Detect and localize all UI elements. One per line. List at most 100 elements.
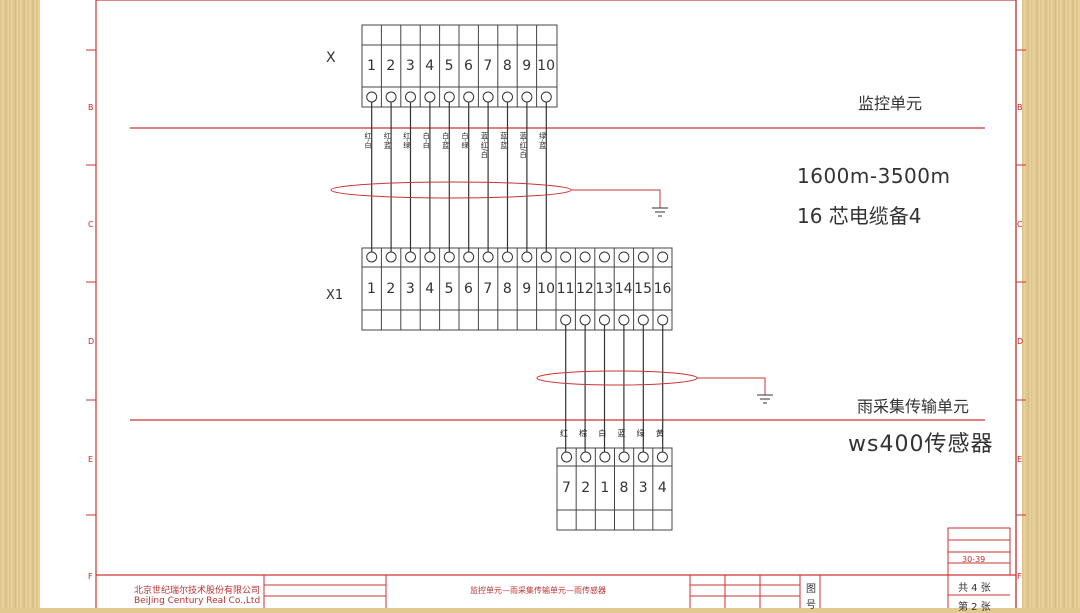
wire-label: 白-蓝 [441,132,450,149]
wire-color-label: 白 [598,429,607,438]
total-sheets: 共 4 张 [958,583,991,594]
terminal-screw [521,251,533,263]
terminal-screw [599,451,611,463]
zone-letter-left: E [88,455,94,464]
zone-letter-left: C [88,220,94,229]
terminal-screw [443,251,455,263]
terminal-screw [424,251,436,263]
wire-color-label: 红 [560,429,568,438]
terminal-screw [521,91,533,103]
wire-color-label: 绿 [636,429,645,438]
zone-letter-right: D [1017,337,1024,346]
zone-letter-left: F [88,572,93,581]
terminal-screw [637,314,649,326]
terminal-x-number: 7 [483,58,493,74]
terminal-x1-number: 3 [405,281,415,297]
terminal-x1-number: 12 [575,281,594,297]
wire-label: 蓝-红/白 [480,132,489,158]
terminal-x-number: 5 [444,58,454,74]
terminal-screw [385,91,397,103]
zone-letter-right: B [1017,103,1023,112]
num-label: 号 [806,600,816,611]
wire-color-label: 棕 [579,429,588,438]
terminal-x1-number: 16 [653,281,672,297]
terminal-x1-number: 14 [614,281,633,297]
zone-letter-right: E [1017,455,1023,464]
terminal-x1-number: 9 [522,281,532,297]
terminal-x1-number: 10 [537,281,555,297]
sensor-terminal-number: 1 [600,480,610,496]
wire-label: 蓝-红/白 [519,132,528,158]
sensor-terminal-block [556,447,673,531]
drawing-sheet [40,0,1022,608]
terminal-x-number: 3 [405,58,415,74]
terminal-screw [463,251,475,263]
terminal-x1-number: 15 [634,281,652,297]
terminal-x1-number: 2 [386,281,396,297]
cable-shield-1 [330,181,572,199]
terminal-x1-number: 8 [502,281,512,297]
zone-letter-left: B [88,103,94,112]
wire-label: 绿-蓝 [538,132,547,149]
terminal-screw [540,251,552,263]
terminal-screw [657,314,669,326]
terminal-screw [656,451,668,463]
ground-icon [652,207,773,404]
terminal-screw [637,251,649,263]
terminal-screw [580,451,592,463]
terminal-screw [385,251,397,263]
company-name-en: BeiJing Century Real Co.,Ltd [134,596,261,606]
title-block [263,527,1011,608]
terminal-screw [463,91,475,103]
terminal-screw [561,451,573,463]
terminal-block-x [361,24,558,108]
wire-label: 白-白 [422,132,431,149]
terminal-screw [482,251,494,263]
terminal-screw [560,251,572,263]
wire-color-label: 蓝 [617,429,626,438]
wire-color-label: 黄 [655,429,664,438]
cable-shield-2 [536,370,698,386]
cable-type-label: 16 芯电缆备4 [797,204,922,228]
terminal-screw [657,251,669,263]
rain-unit-label: 雨采集传输单元 [857,397,970,416]
terminal-x-number: 2 [386,58,396,74]
zone-letter-left: D [88,337,95,346]
terminal-screw [599,251,610,263]
wire-label: 白-绿 [461,132,469,149]
terminal-x1-number: 5 [444,281,454,297]
terminal-screw [405,251,416,263]
terminal-screw [405,91,416,103]
terminal-x1-number: 7 [483,281,493,297]
terminal-x-number: 6 [464,58,473,74]
terminal-x1-number: 13 [595,281,614,297]
terminal-screw [579,314,591,326]
terminal-x-number: 1 [367,58,376,74]
terminal-screw [366,91,378,103]
terminal-screw [482,91,494,103]
terminal-screw [599,314,610,326]
terminal-screw [618,314,630,326]
terminal-screw [366,251,378,263]
terminal-screw [618,251,630,263]
terminal-screw [579,251,591,263]
monitor-unit-label: 监控单元 [858,94,923,113]
terminal-x-number: 4 [425,58,435,74]
sensor-model-label: ws400传感器 [848,432,994,457]
company-name-cn: 北京世纪瑞尔技术股份有限公司 [134,586,261,596]
sheet-number: 第 2 张 [958,602,991,613]
left-wood-border [0,0,40,608]
terminal-screw [443,91,455,103]
sensor-terminal-number: 2 [581,480,591,496]
terminal-x1-number: 4 [425,281,435,297]
sensor-terminal-number: 3 [638,480,648,496]
terminal-x-number: 9 [522,58,532,74]
fig-label: 图 [806,584,816,595]
drawing-title: 监控单元—雨采集传输单元—雨传感器 [470,586,606,595]
terminal-x1-number: 11 [556,281,575,297]
terminal-screw [502,91,513,103]
wire-label: 红-蓝 [383,132,392,149]
terminal-x1-label: X1 [326,288,344,303]
sensor-terminal-number: 4 [657,480,667,496]
wire-label: 红-绿 [402,132,411,149]
